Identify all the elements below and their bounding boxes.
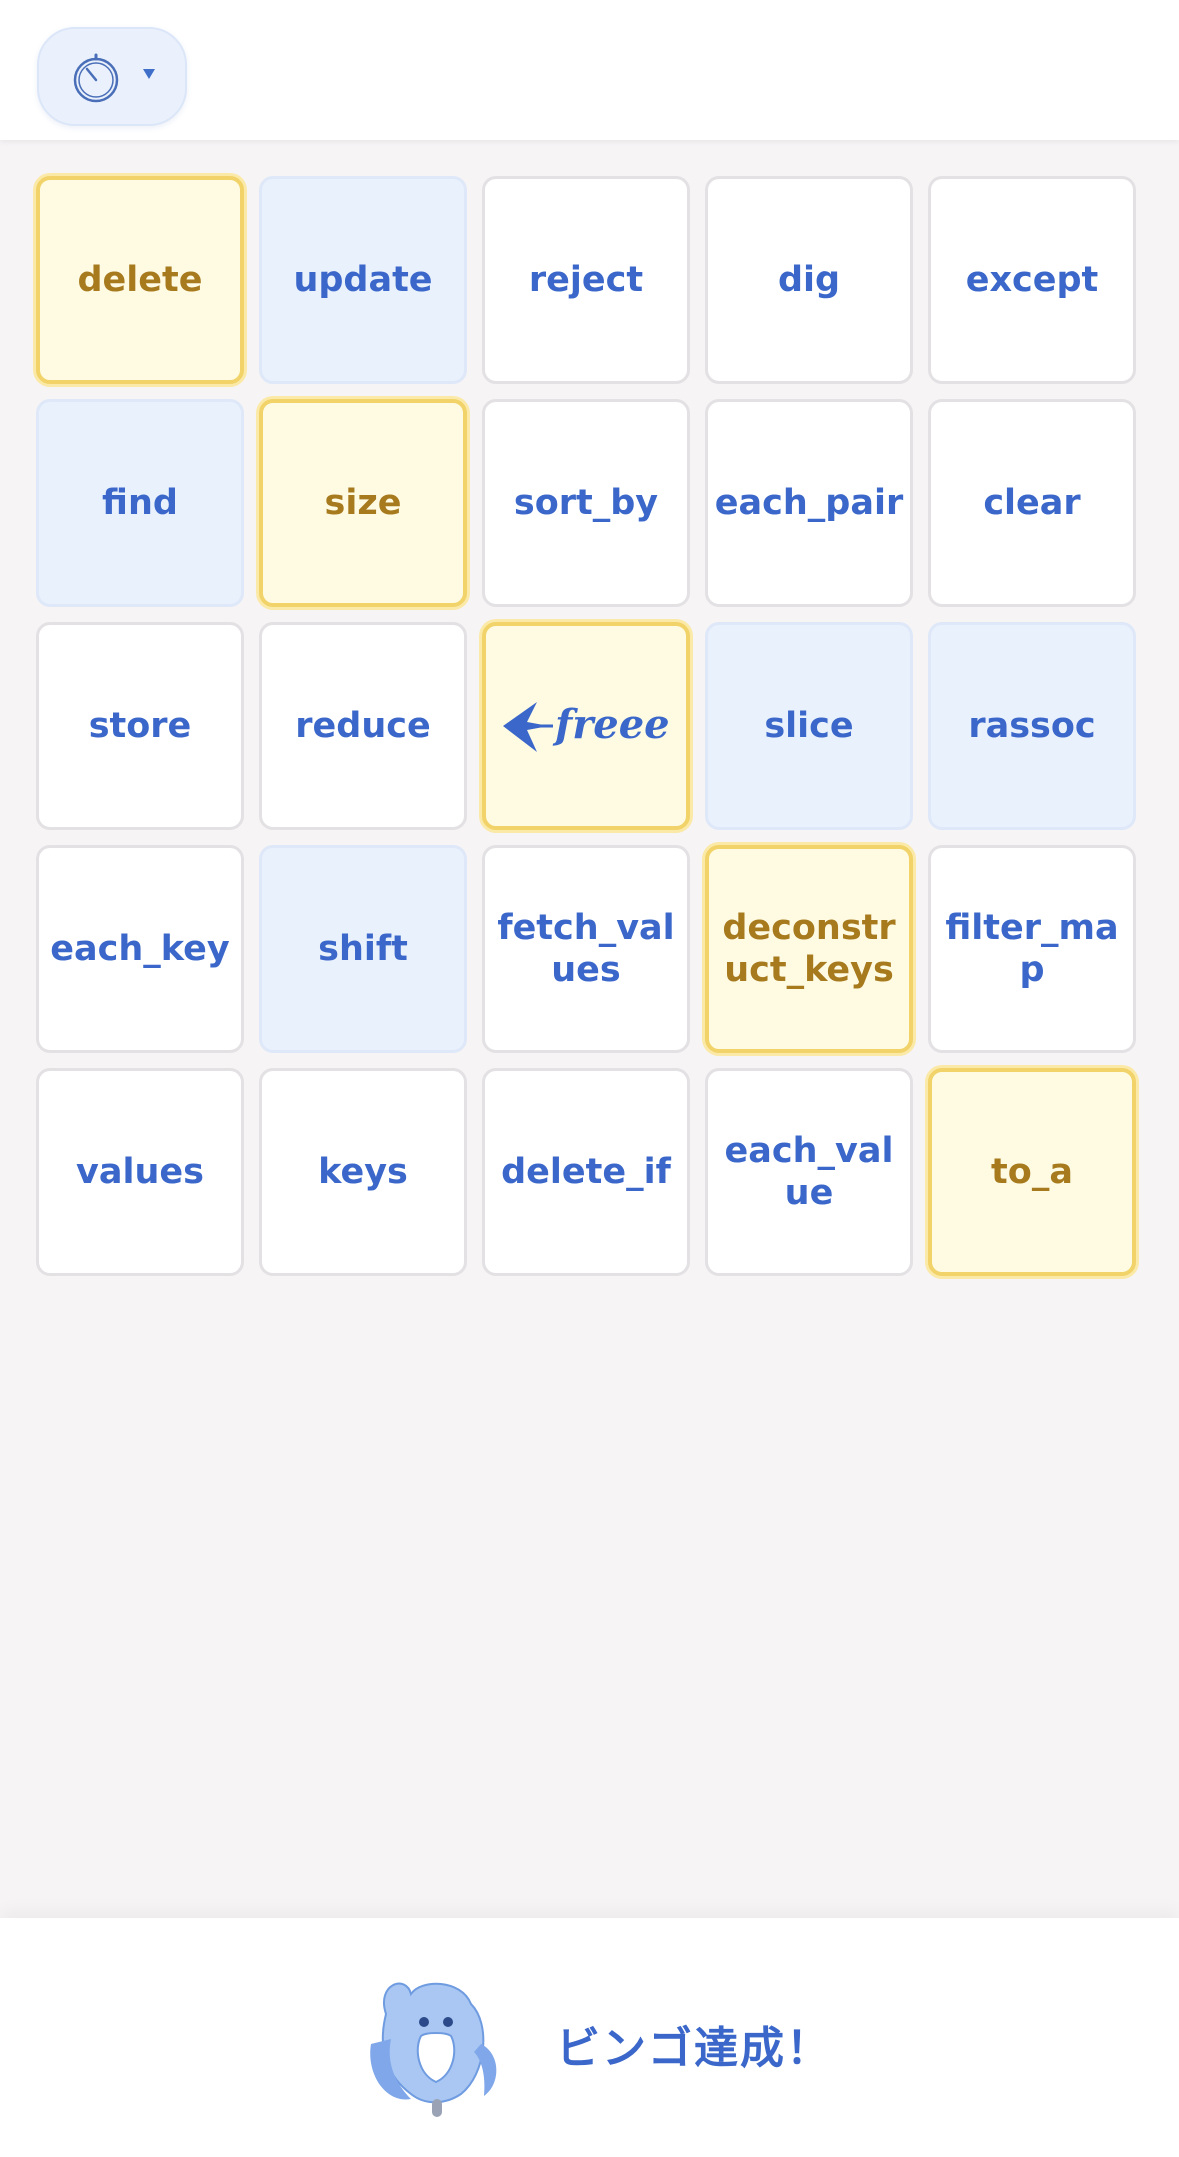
svg-text:freee: freee	[552, 701, 670, 748]
bingo-cell[interactable]: reduce	[259, 622, 467, 830]
bingo-cell[interactable]: size	[259, 399, 467, 607]
bingo-cell[interactable]: slice	[705, 622, 913, 830]
bingo-cell[interactable]: except	[928, 176, 1136, 384]
bingo-footer: ビンゴ達成！	[0, 1918, 1179, 2157]
bingo-cell[interactable]: filter_map	[928, 845, 1136, 1053]
bingo-cell-label: update	[293, 260, 433, 300]
bingo-cell[interactable]: reject	[482, 176, 690, 384]
stopwatch-icon	[73, 53, 119, 103]
bingo-cell-label: shift	[318, 929, 408, 969]
bingo-cell-label: deconstruct_keys	[722, 908, 896, 990]
bingo-board: delete update reject dig except find size sort_…	[36, 176, 1144, 1284]
bingo-cell[interactable]: dig	[705, 176, 913, 384]
bingo-cell-label: rassoc	[968, 706, 1096, 746]
bingo-cell-label: reject	[528, 260, 644, 300]
bingo-achieved-label: ビンゴ達成！	[556, 2023, 832, 2074]
top-bar	[0, 0, 1179, 140]
bingo-cell-label: each_key	[50, 929, 230, 969]
bingo-cell[interactable]: find	[36, 399, 244, 607]
bingo-cell-label: slice	[764, 706, 854, 746]
bingo-cell[interactable]: to_a	[928, 1068, 1136, 1276]
bingo-cell-label: sort_by	[513, 483, 659, 523]
bingo-cell-label: find	[102, 483, 178, 523]
bingo-cell[interactable]: fetch_values	[482, 845, 690, 1053]
bingo-cell-label: fetch_values	[497, 908, 675, 990]
bingo-cell-label: store	[88, 706, 192, 746]
bingo-cell[interactable]: each_value	[705, 1068, 913, 1276]
bingo-cell-free[interactable]: freee	[482, 622, 690, 830]
timer-dropdown-button[interactable]	[37, 27, 187, 126]
bingo-cell[interactable]: clear	[928, 399, 1136, 607]
bingo-cell-label: delete	[77, 260, 203, 300]
bingo-cell-label: reduce	[295, 706, 431, 746]
bingo-cell-label: except	[965, 260, 1099, 300]
bingo-cell-label: each_pair	[714, 483, 904, 523]
caret-down-icon	[143, 69, 155, 79]
bingo-cell-label: filter_map	[945, 908, 1119, 990]
bingo-cell-label: size	[324, 483, 402, 523]
bingo-cell[interactable]: values	[36, 1068, 244, 1276]
bird-mascot-icon	[370, 1982, 497, 2117]
bingo-cell[interactable]: deconstruct_keys	[705, 845, 913, 1053]
bingo-cell[interactable]: delete_if	[482, 1068, 690, 1276]
bingo-cell-label: clear	[983, 483, 1081, 523]
bingo-cell[interactable]: rassoc	[928, 622, 1136, 830]
bingo-cell[interactable]: delete	[36, 176, 244, 384]
bingo-cell[interactable]: store	[36, 622, 244, 830]
bingo-cell[interactable]: update	[259, 176, 467, 384]
bingo-cell[interactable]: keys	[259, 1068, 467, 1276]
bingo-cell-label: values	[76, 1152, 204, 1192]
bingo-cell-label: to_a	[991, 1152, 1073, 1192]
bingo-cell[interactable]: sort_by	[482, 399, 690, 607]
bingo-cell-label: delete_if	[501, 1152, 671, 1192]
bingo-cell[interactable]: each_pair	[705, 399, 913, 607]
bingo-cell-label: dig	[777, 260, 841, 300]
freee-logo-icon: freee	[503, 701, 670, 752]
bingo-cell-label: keys	[318, 1152, 408, 1192]
bingo-cell[interactable]: each_key	[36, 845, 244, 1053]
bingo-cell[interactable]: shift	[259, 845, 467, 1053]
bingo-cell-label: each_value	[724, 1131, 894, 1213]
